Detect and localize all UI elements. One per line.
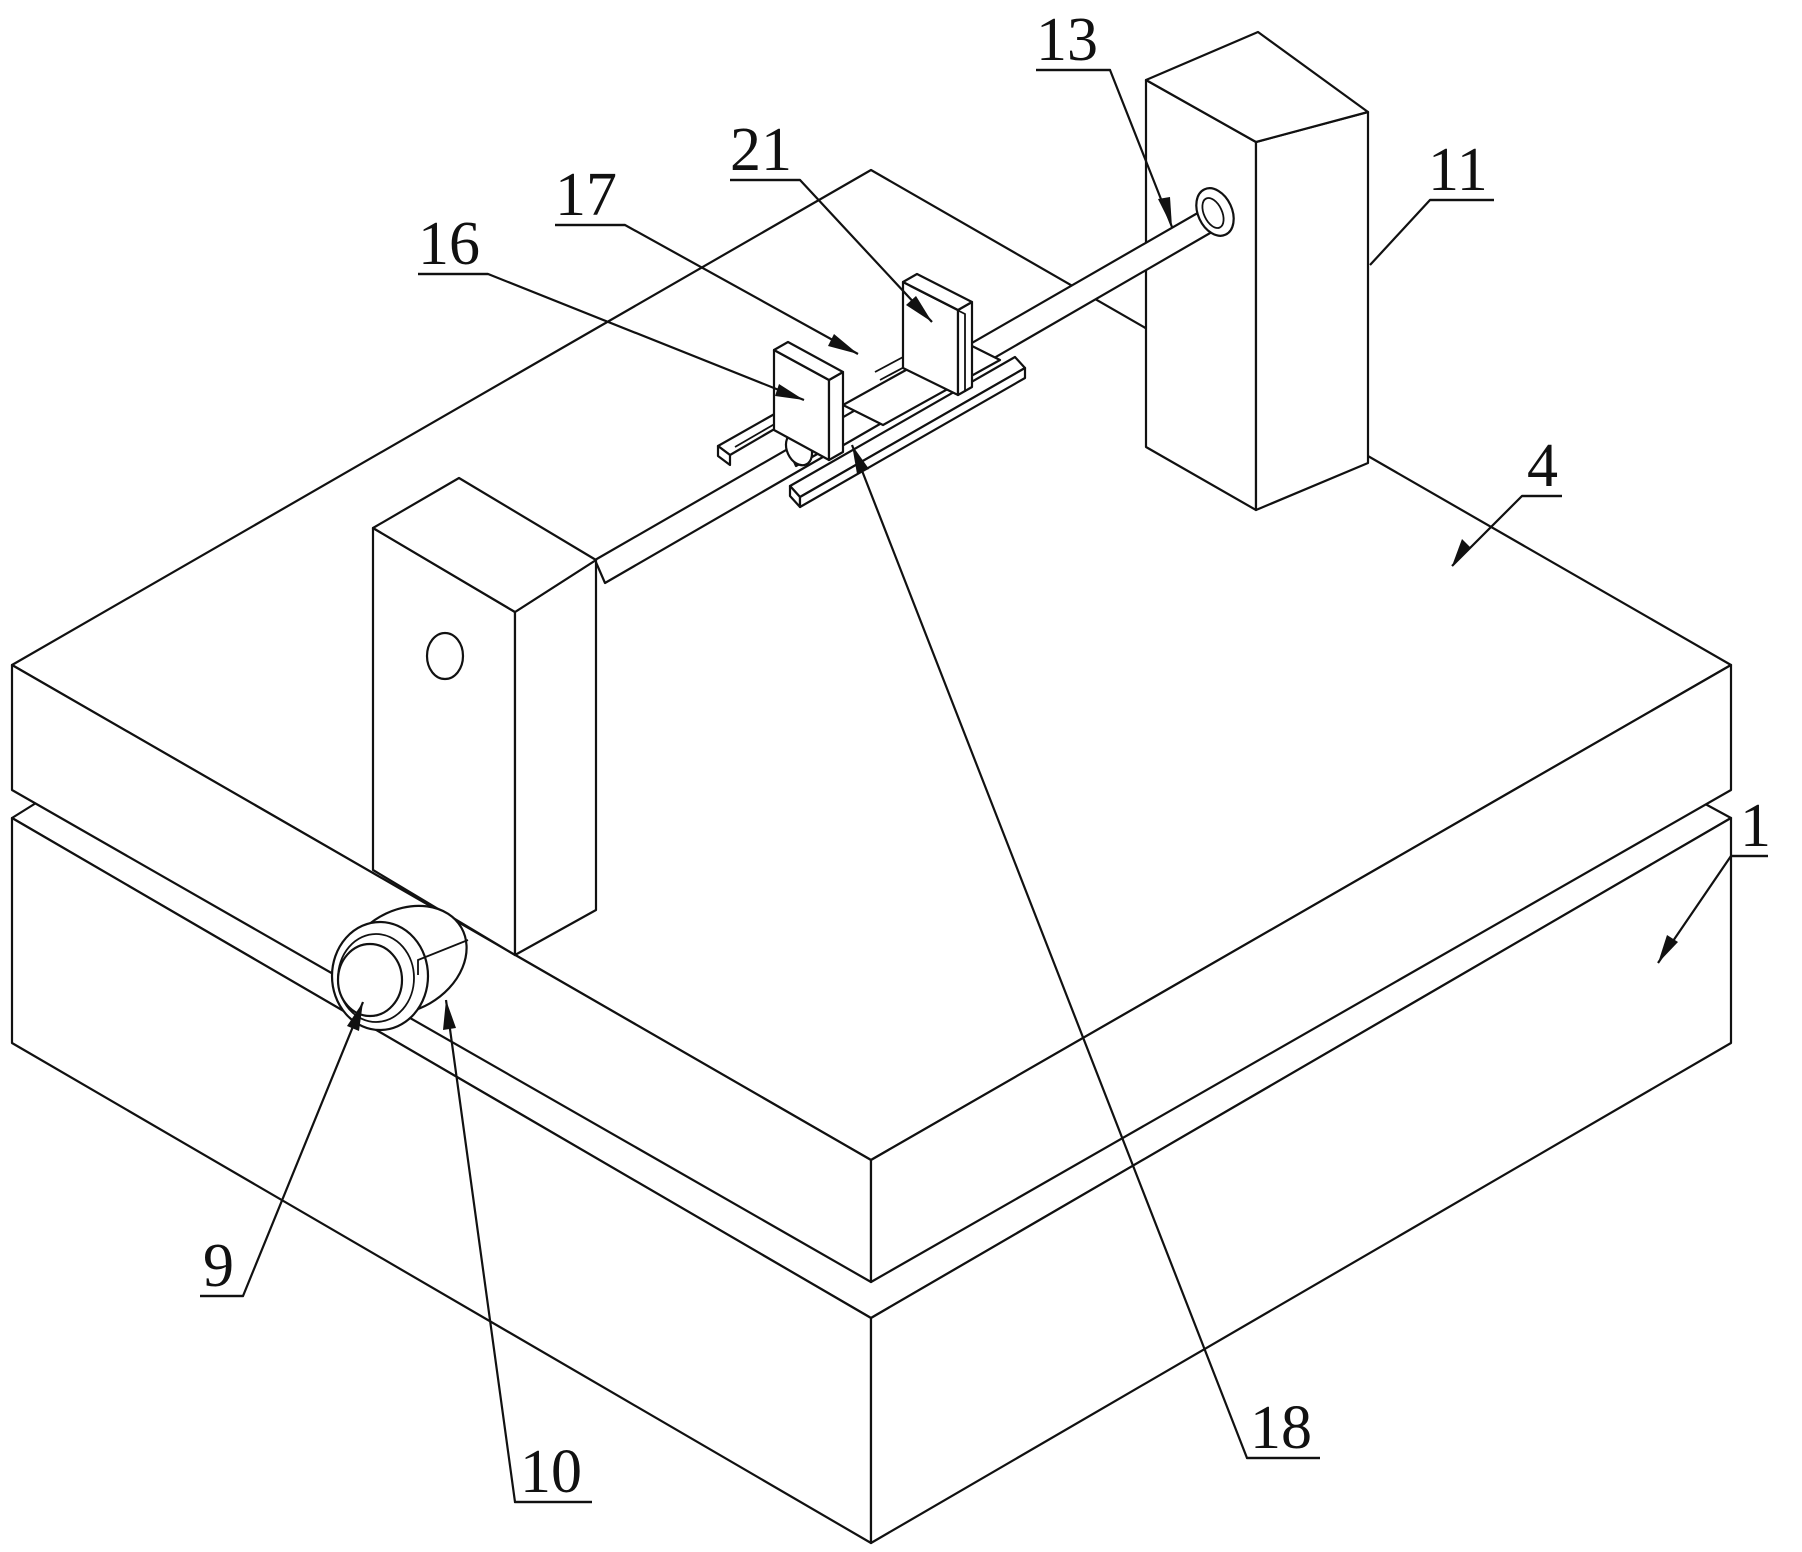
label-21: 21: [730, 116, 792, 184]
front-block-hole: [427, 633, 463, 679]
label-18: 18: [1250, 1394, 1312, 1462]
rear-block-front: [1146, 80, 1256, 510]
label-16: 16: [418, 210, 480, 278]
front-support-block: [373, 478, 596, 955]
front-block-side: [515, 560, 596, 955]
label-1: 1: [1740, 792, 1771, 860]
leader-11: [1370, 200, 1494, 265]
label-17: 17: [555, 161, 617, 229]
left-clamp-side: [829, 372, 843, 460]
rear-support-block: [1146, 32, 1368, 510]
label-10: 10: [520, 1438, 582, 1506]
label-11: 11: [1428, 136, 1488, 204]
label-4: 4: [1527, 432, 1558, 500]
label-9: 9: [203, 1232, 234, 1300]
rear-block-side: [1256, 112, 1368, 510]
knob-cap: [338, 944, 402, 1016]
label-13: 13: [1036, 6, 1098, 74]
